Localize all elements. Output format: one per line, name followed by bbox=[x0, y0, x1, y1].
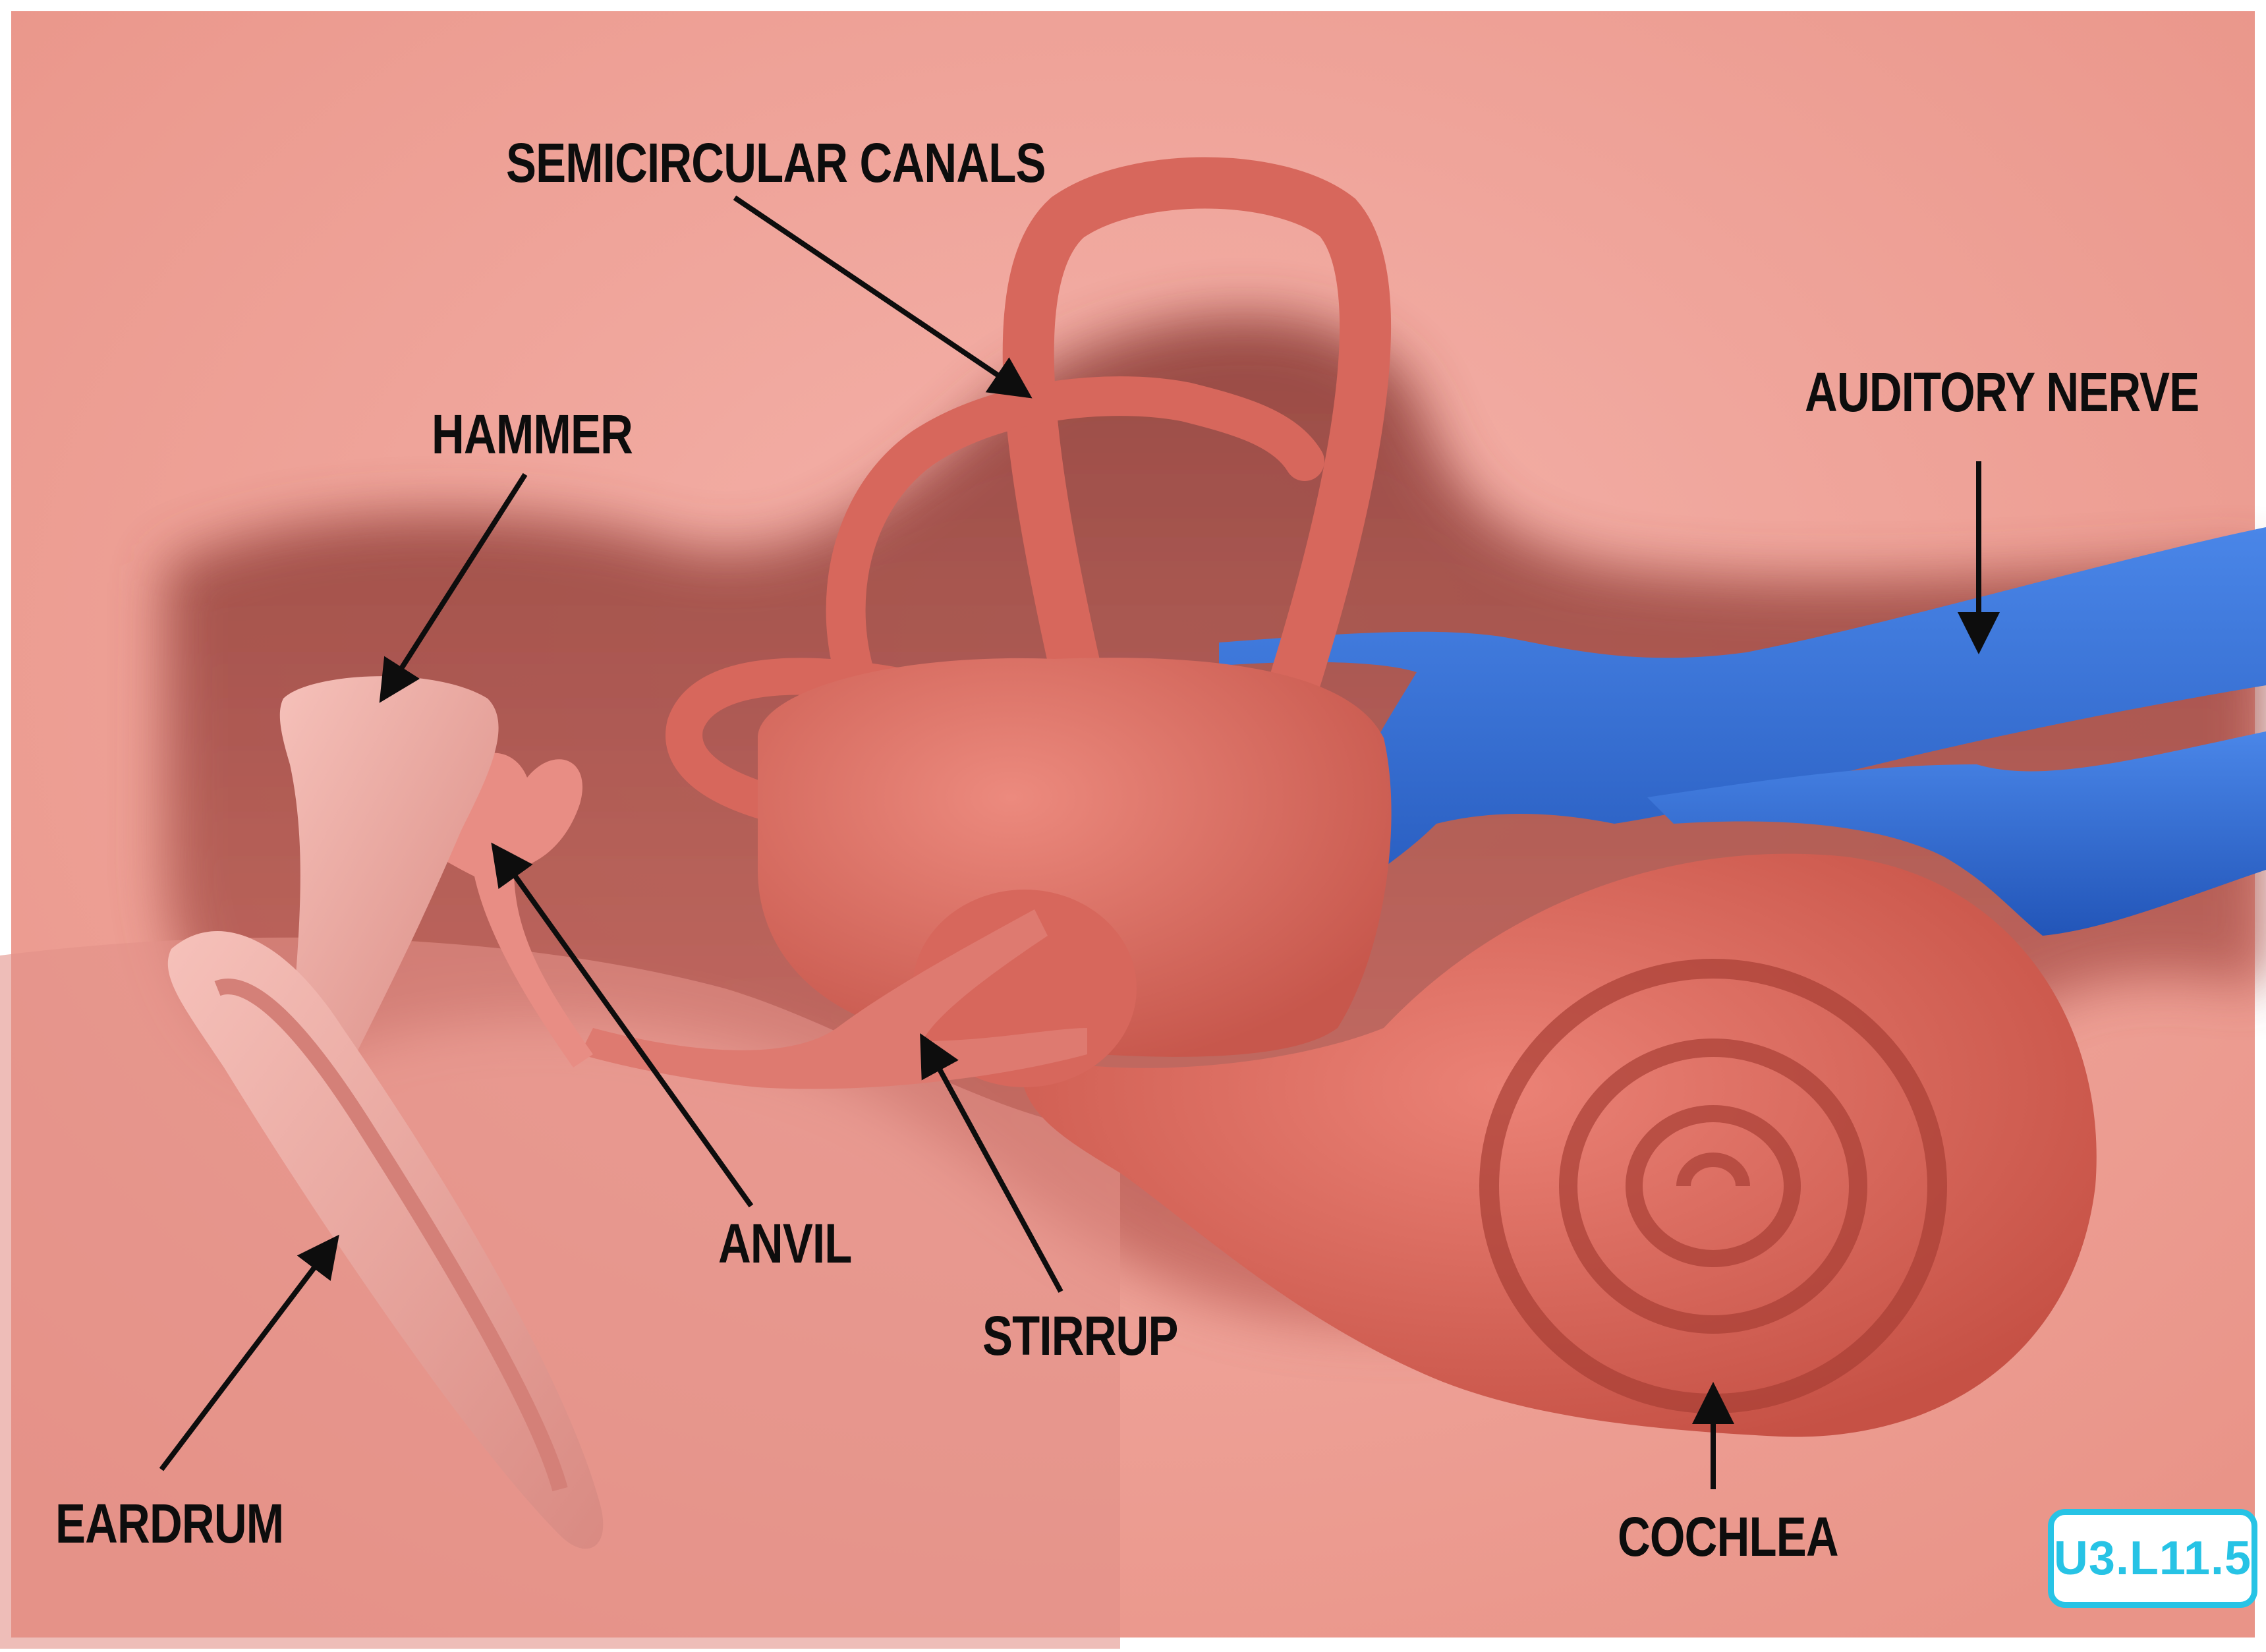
lesson-code-badge: U3.L11.5 bbox=[2048, 1509, 2257, 1608]
hammer-label: HAMMER bbox=[432, 407, 633, 462]
auditory-nerve-label: AUDITORY NERVE bbox=[1805, 364, 2199, 420]
semicircular-canals-label: SEMICIRCULAR CANALS bbox=[506, 135, 1046, 190]
cochlea-label: COCHLEA bbox=[1618, 1509, 1838, 1564]
stirrup-label: STIRRUP bbox=[982, 1308, 1178, 1363]
anvil-label: ANVIL bbox=[718, 1216, 852, 1271]
eardrum-label: EARDRUM bbox=[55, 1496, 283, 1551]
lesson-code-text: U3.L11.5 bbox=[2054, 1531, 2252, 1585]
